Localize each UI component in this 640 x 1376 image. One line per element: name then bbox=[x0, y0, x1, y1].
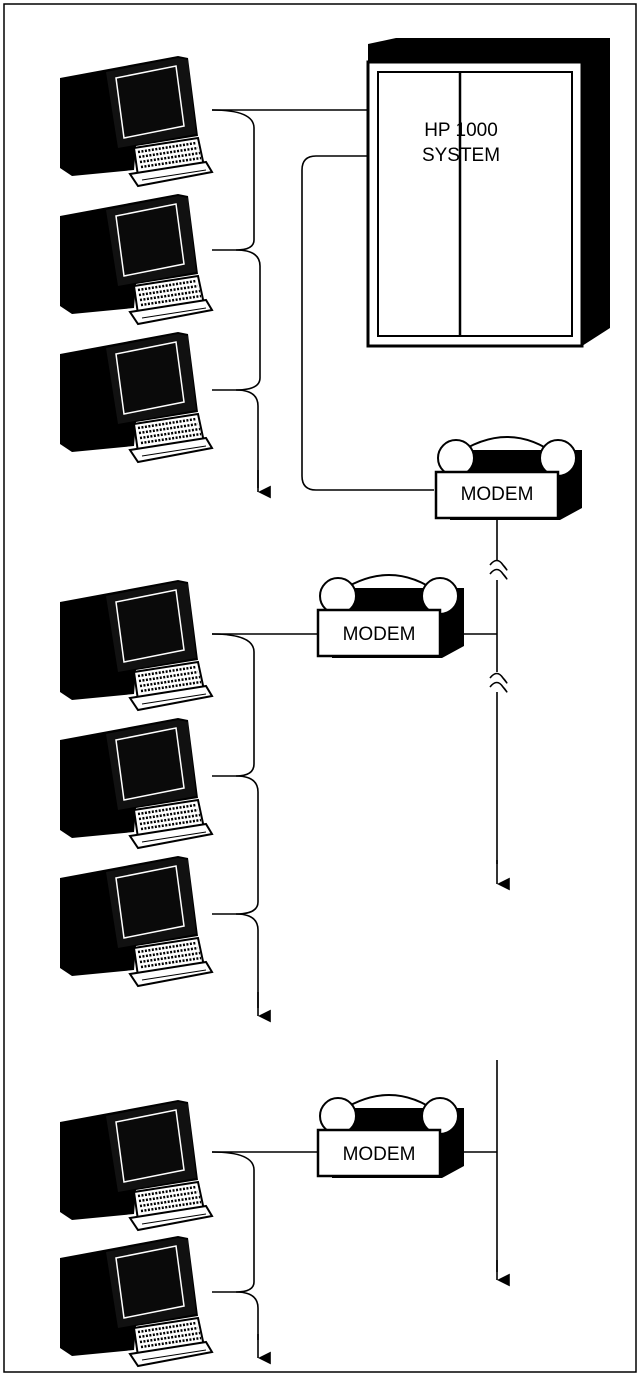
terminal-icon bbox=[58, 716, 214, 850]
modem-icon bbox=[434, 435, 584, 522]
terminal-icon bbox=[58, 1098, 214, 1232]
modem-icon bbox=[316, 573, 466, 660]
system-label-line1: HP 1000 bbox=[424, 120, 498, 141]
terminal-icon bbox=[58, 1234, 214, 1368]
system-label-line2: SYSTEM bbox=[422, 145, 500, 166]
trunk-line bbox=[489, 518, 508, 864]
modem-label-3: MODEM bbox=[343, 1144, 416, 1165]
group-2-cabling bbox=[211, 633, 318, 1008]
terminal-icon bbox=[58, 330, 214, 464]
hp-1000-system-cabinet: HP 1000 SYSTEM bbox=[366, 38, 610, 348]
terminal-icon bbox=[58, 192, 214, 326]
page-border bbox=[3, 3, 637, 1373]
modem-icon bbox=[316, 1093, 466, 1180]
terminal-icon bbox=[58, 578, 214, 712]
group-1-cabling bbox=[211, 109, 434, 491]
terminal-icon bbox=[58, 854, 214, 988]
modem-label-1: MODEM bbox=[461, 484, 534, 505]
group-3-cabling bbox=[211, 1151, 318, 1340]
terminal-icon bbox=[58, 54, 214, 188]
modem-label-2: MODEM bbox=[343, 624, 416, 645]
